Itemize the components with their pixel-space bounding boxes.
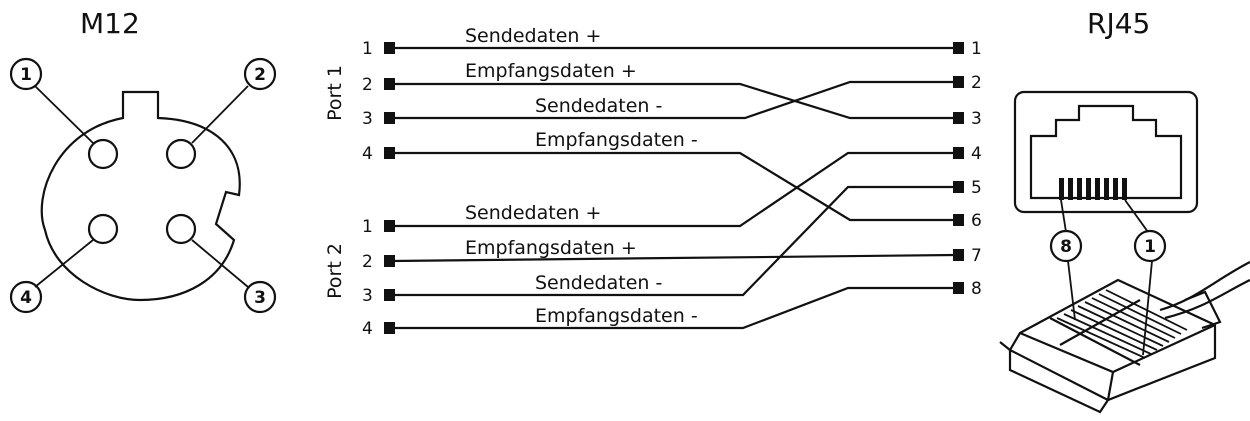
right-pin-3: 3 [971,109,982,129]
left-terminal-p1-1 [384,42,395,54]
left-pin-p1-3: 3 [362,109,373,129]
right-pin-1: 1 [971,39,982,59]
m12-callout-4: 4 [9,280,43,314]
wiring: Port 1 Port 2 Sendedaten + Empfangsdaten… [324,25,982,339]
left-pin-p2-2: 2 [362,252,373,272]
left-pin-p1-4: 4 [362,144,373,164]
m12-leader-4 [34,239,94,288]
left-terminal-p2-1 [384,220,395,232]
right-pin-8: 8 [971,279,982,299]
port-1-label: Port 1 [324,65,346,121]
wire-port2-pin1 [392,151,955,228]
svg-text:1: 1 [20,65,32,85]
svg-text:2: 2 [254,65,266,85]
rj45-leader-1-socket [1124,199,1149,233]
wire-port2-pin3 [392,185,955,297]
left-terminal-p2-2 [384,255,395,267]
left-pin-p1-1: 1 [362,39,373,59]
svg-text:8: 8 [1060,237,1072,257]
right-terminal-1 [953,42,964,54]
rj45-plug [999,260,1250,414]
m12-leader-1 [34,85,94,144]
right-terminal-6 [953,214,964,226]
right-terminal-7 [953,249,964,261]
wire-label-port1-sendedaten-plus: Sendedaten + [465,25,601,47]
left-terminal-p2-4 [384,322,395,334]
svg-text:1: 1 [1144,237,1156,257]
rj45-socket-contacts [1059,178,1127,200]
rj45-leader-8-socket [1060,199,1067,233]
wire-port1-pin3 [392,80,955,120]
rj45-title: RJ45 [1087,7,1150,40]
svg-text:4: 4 [20,288,32,308]
m12-pin-1-hole [87,138,119,170]
wire-label-port1-sendedaten-minus: Sendedaten - [535,95,662,117]
wire-port1-pin2 [392,82,955,120]
wire-label-port2-empfangsdaten-minus: Empfangsdaten - [535,305,698,327]
left-pin-p2-3: 3 [362,286,373,306]
right-pin-5: 5 [971,178,982,198]
rj45-leader-1-plug [1142,260,1153,356]
m12-leader-3 [191,239,249,288]
wire-label-port1-empfangsdaten-plus: Empfangsdaten + [465,60,637,82]
left-terminal-p1-2 [384,78,395,90]
port-2-label: Port 2 [324,243,346,299]
m12-leader-2 [191,85,249,144]
wire-label-port2-sendedaten-minus: Sendedaten - [535,272,662,294]
right-terminal-3 [953,112,964,124]
right-pin-2: 2 [971,73,982,93]
m12-callout-2: 2 [243,57,277,91]
left-pin-p2-4: 4 [362,319,373,339]
rj45-leader-8-plug [1067,260,1076,321]
m12-connector: M12 1 2 3 4 [9,7,277,314]
wire-label-port1-empfangsdaten-minus: Empfangsdaten - [535,129,698,151]
left-terminal-p1-4 [384,147,395,159]
rj45-plug-contacts [1056,289,1188,359]
wire-port1-pin4 [392,151,955,222]
right-terminal-2 [953,76,964,88]
left-terminal-p2-3 [384,289,395,301]
rj45-callout-8: 8 [1049,229,1083,263]
m12-pin-3-hole [165,213,197,245]
rj45-socket-frame [1013,90,1199,214]
left-terminal-p1-3 [384,112,395,124]
right-pin-4: 4 [971,144,982,164]
right-terminal-8 [953,282,964,294]
rj45-connector: RJ45 8 1 [999,7,1250,414]
wire-port2-pin4 [392,286,955,330]
rj45-socket-opening [1029,104,1183,200]
right-pin-7: 7 [971,246,982,266]
m12-callout-3: 3 [243,280,277,314]
svg-text:3: 3 [254,288,266,308]
left-pin-p2-1: 1 [362,217,373,237]
right-terminal-4 [953,147,964,159]
wire-label-port2-sendedaten-plus: Sendedaten + [465,202,601,224]
left-pin-p1-2: 2 [362,75,373,95]
m12-title: M12 [80,7,140,40]
m12-callout-1: 1 [9,57,43,91]
rj45-callout-1: 1 [1133,229,1167,263]
right-pin-6: 6 [971,211,982,231]
right-terminal-5 [953,181,964,193]
m12-pin-2-hole [165,138,197,170]
wire-port2-pin2 [391,253,956,263]
m12-pin-4-hole [87,213,119,245]
wire-label-port2-empfangsdaten-plus: Empfangsdaten + [465,237,637,259]
m12-outline [40,90,241,302]
